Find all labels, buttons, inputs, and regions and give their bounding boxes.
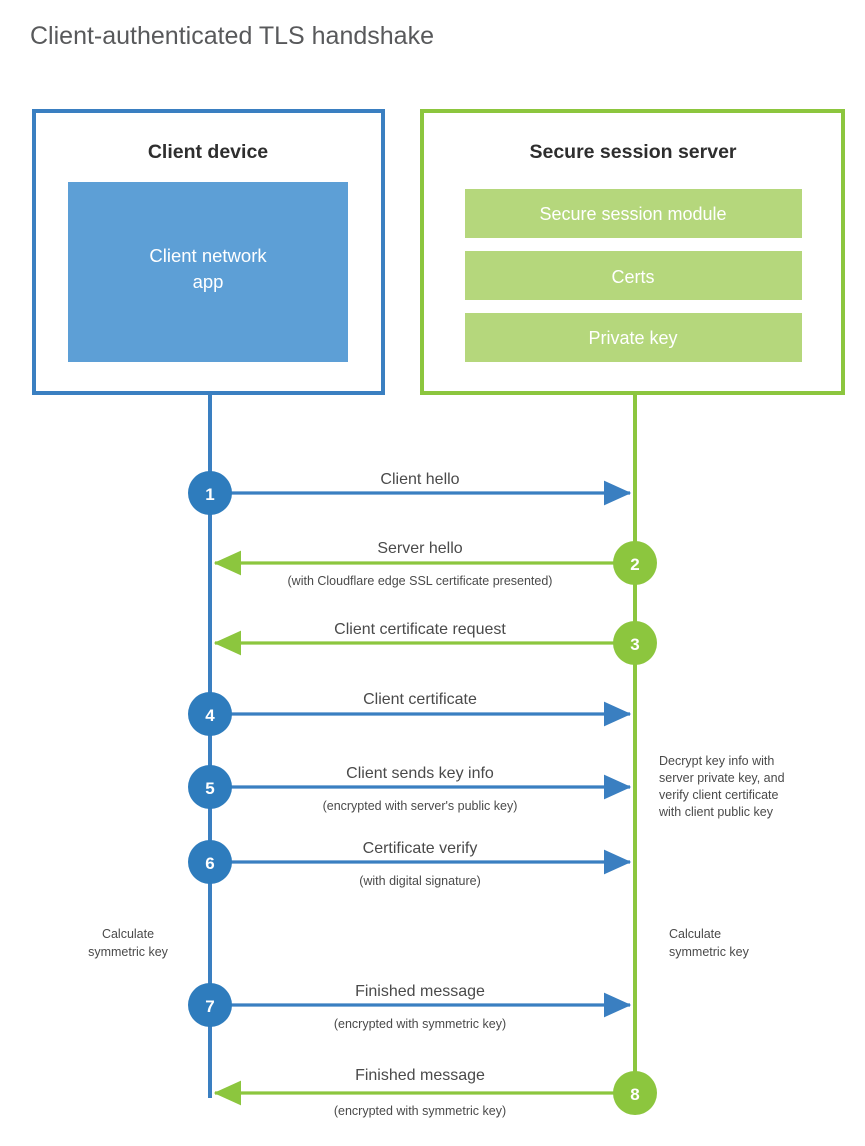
step-2-marker[interactable] (613, 541, 657, 585)
step-4-group: Client certificate 4 (188, 691, 632, 736)
step-1-label: Client hello (380, 471, 459, 488)
step-8-sublabel: (encrypted with symmetric key) (334, 1104, 506, 1118)
step-4-number: 4 (205, 706, 215, 725)
client-symmetric-key-note-line1: Calculate (102, 927, 154, 941)
step-5-number: 5 (205, 779, 214, 798)
step-1-group: Client hello 1 (188, 471, 632, 515)
step-1-marker[interactable] (188, 471, 232, 515)
server-module-box-2 (465, 313, 802, 362)
step-6-label: Certificate verify (363, 840, 478, 857)
step-4-marker[interactable] (188, 692, 232, 736)
client-network-app-label-line1: Client network (149, 245, 267, 266)
step-3-group: Client certificate request 3 (213, 621, 657, 665)
server-decrypt-note: Decrypt key info with server private key… (658, 754, 785, 819)
server-module-label-1: Certs (611, 267, 654, 287)
client-symmetric-key-note: Calculate symmetric key (88, 927, 169, 959)
server-decrypt-note-line2: server private key, and (659, 771, 785, 785)
server-symmetric-key-note-line2: symmetric key (669, 945, 750, 959)
server-module-box-0 (465, 189, 802, 238)
server-module-label-0: Secure session module (539, 204, 726, 224)
server-module-box-1 (465, 251, 802, 300)
step-7-sublabel: (encrypted with symmetric key) (334, 1017, 506, 1031)
client-device-title: Client device (148, 141, 268, 163)
step-2-sublabel: (with Cloudflare edge SSL certificate pr… (288, 574, 553, 588)
step-5-label: Client sends key info (346, 765, 494, 782)
step-7-number: 7 (205, 997, 214, 1016)
secure-session-server-title: Secure session server (529, 141, 736, 163)
server-module-label-2: Private key (588, 328, 677, 348)
step-3-label: Client certificate request (334, 621, 506, 638)
page-title: Client-authenticated TLS handshake (30, 22, 434, 50)
step-8-number: 8 (630, 1085, 639, 1104)
step-6-marker[interactable] (188, 840, 232, 884)
client-symmetric-key-note-line2: symmetric key (88, 945, 169, 959)
step-5-sublabel: (encrypted with server's public key) (323, 799, 518, 813)
server-symmetric-key-note: Calculate symmetric key (669, 927, 750, 959)
step-6-group: Certificate verify (with digital signatu… (188, 840, 632, 888)
step-7-label: Finished message (355, 983, 485, 1000)
step-5-marker[interactable] (188, 765, 232, 809)
step-1-number: 1 (205, 485, 214, 504)
step-2-label: Server hello (377, 540, 462, 557)
step-6-number: 6 (205, 854, 214, 873)
server-decrypt-note-line3: verify client certificate (659, 788, 779, 802)
step-6-sublabel: (with digital signature) (359, 874, 481, 888)
step-2-number: 2 (630, 555, 639, 574)
step-7-marker[interactable] (188, 983, 232, 1027)
step-3-number: 3 (630, 635, 639, 654)
client-network-app-label-line2: app (193, 271, 224, 292)
step-8-label: Finished message (355, 1067, 485, 1084)
server-decrypt-note-line4: with client public key (658, 805, 774, 819)
step-7-group: Finished message (encrypted with symmetr… (188, 983, 632, 1031)
step-3-marker[interactable] (613, 621, 657, 665)
step-5-group: Client sends key info (encrypted with se… (188, 765, 632, 813)
server-decrypt-note-line1: Decrypt key info with (659, 754, 774, 768)
server-symmetric-key-note-line1: Calculate (669, 927, 721, 941)
client-network-app-box (68, 182, 348, 362)
step-8-marker[interactable] (613, 1071, 657, 1115)
step-8-group: Finished message (encrypted with symmetr… (213, 1067, 657, 1118)
step-2-group: Server hello (with Cloudflare edge SSL c… (213, 540, 657, 588)
step-4-label: Client certificate (363, 691, 477, 708)
